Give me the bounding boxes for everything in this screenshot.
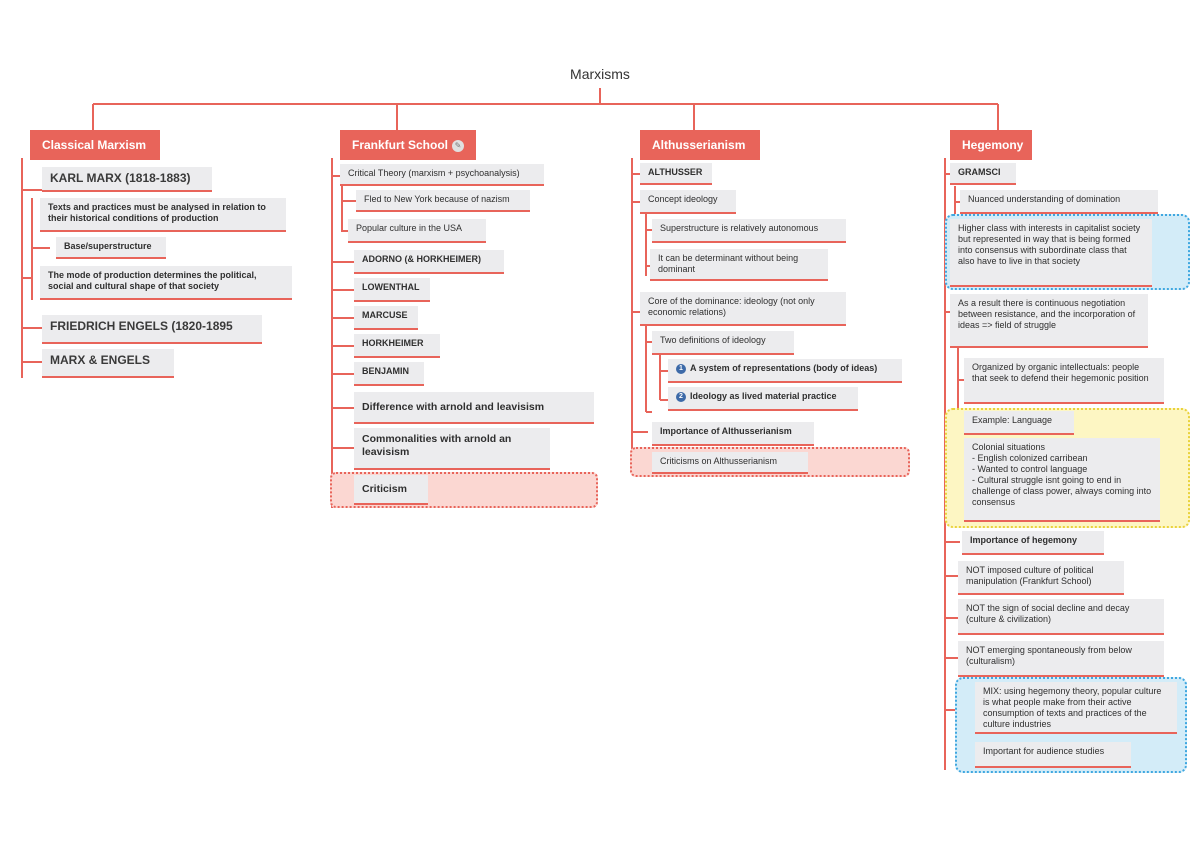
superstructure-node[interactable]: Superstructure is relatively autonomous xyxy=(652,219,846,243)
organized-intellectuals-node[interactable]: Organized by organic intellectuals: peop… xyxy=(964,358,1164,404)
criticisms-althusserianism-node[interactable]: Criticisms on Althusserianism xyxy=(652,452,808,474)
adorno-node[interactable]: ADORNO (& HORKHEIMER) xyxy=(354,250,504,274)
colonial-situations-node[interactable]: Colonial situations - English colonized … xyxy=(964,438,1160,522)
example-language-node[interactable]: Example: Language xyxy=(964,411,1074,435)
concept-ideology-node[interactable]: Concept ideology xyxy=(640,190,736,214)
definition-1-label: A system of representations (body of ide… xyxy=(690,363,878,373)
marcuse-node[interactable]: MARCUSE xyxy=(354,306,418,330)
definition-2-label: Ideology as lived material practice xyxy=(690,391,837,401)
importance-hegemony-node[interactable]: Importance of hegemony xyxy=(962,531,1104,555)
popular-culture-usa-node[interactable]: Popular culture in the USA xyxy=(348,219,486,243)
hegemony-header[interactable]: Hegemony xyxy=(950,130,1032,160)
benjamin-node[interactable]: BENJAMIN xyxy=(354,362,424,386)
map-title: Marxisms xyxy=(570,66,630,82)
base-superstructure-node[interactable]: Base/superstructure xyxy=(56,237,166,259)
engels-node[interactable]: FRIEDRICH ENGELS (1820-1895 xyxy=(42,315,262,344)
difference-node[interactable]: Difference with arnold and leavisism xyxy=(354,392,594,424)
althusserianism-header[interactable]: Althusserianism xyxy=(640,130,760,160)
classical-marxism-header[interactable]: Classical Marxism xyxy=(30,130,160,160)
lowenthal-node[interactable]: LOWENTHAL xyxy=(354,278,430,302)
critical-theory-node[interactable]: Critical Theory (marxism + psychoanalysi… xyxy=(340,164,544,186)
criticism-node[interactable]: Criticism xyxy=(354,475,428,505)
number-2-badge: 2 xyxy=(676,391,686,402)
not-imposed-node[interactable]: NOT imposed culture of political manipul… xyxy=(958,561,1124,595)
two-definitions-node[interactable]: Two definitions of ideology xyxy=(652,331,794,355)
result-negotiation-node[interactable]: As a result there is continuous negotiat… xyxy=(950,294,1148,348)
mode-of-production-node[interactable]: The mode of production determines the po… xyxy=(40,266,292,300)
frankfurt-school-label: Frankfurt School xyxy=(352,138,449,152)
gramsci-node[interactable]: GRAMSCI xyxy=(950,163,1016,185)
not-emerging-node[interactable]: NOT emerging spontaneously from below (c… xyxy=(958,641,1164,677)
marx-engels-node[interactable]: MARX & ENGELS xyxy=(42,349,174,378)
commonalities-node[interactable]: Commonalities with arnold an leavisism xyxy=(354,428,550,470)
texts-practices-node[interactable]: Texts and practices must be analysed in … xyxy=(40,198,286,232)
importance-althusserianism-node[interactable]: Importance of Althusserianism xyxy=(652,422,814,446)
not-sign-decline-node[interactable]: NOT the sign of social decline and decay… xyxy=(958,599,1164,635)
higher-class-node[interactable]: Higher class with interests in capitalis… xyxy=(950,219,1152,287)
horkheimer-node[interactable]: HORKHEIMER xyxy=(354,334,440,358)
definition-2-node[interactable]: 2 Ideology as lived material practice xyxy=(668,387,858,411)
core-dominance-node[interactable]: Core of the dominance: ideology (not onl… xyxy=(640,292,846,326)
althusser-node[interactable]: ALTHUSSER xyxy=(640,163,712,185)
audience-studies-node[interactable]: Important for audience studies xyxy=(975,742,1131,768)
edit-icon[interactable]: ✎ xyxy=(452,139,465,152)
karl-marx-node[interactable]: KARL MARX (1818-1883) xyxy=(42,167,212,192)
nuanced-node[interactable]: Nuanced understanding of domination xyxy=(960,190,1158,214)
mix-node[interactable]: MIX: using hegemony theory, popular cult… xyxy=(975,682,1177,734)
definition-1-node[interactable]: 1 A system of representations (body of id… xyxy=(668,359,902,383)
number-1-badge: 1 xyxy=(676,363,686,374)
determinant-node[interactable]: It can be determinant without being domi… xyxy=(650,249,828,281)
fled-node[interactable]: Fled to New York because of nazism xyxy=(356,190,530,212)
frankfurt-school-header[interactable]: Frankfurt School✎ xyxy=(340,130,476,160)
